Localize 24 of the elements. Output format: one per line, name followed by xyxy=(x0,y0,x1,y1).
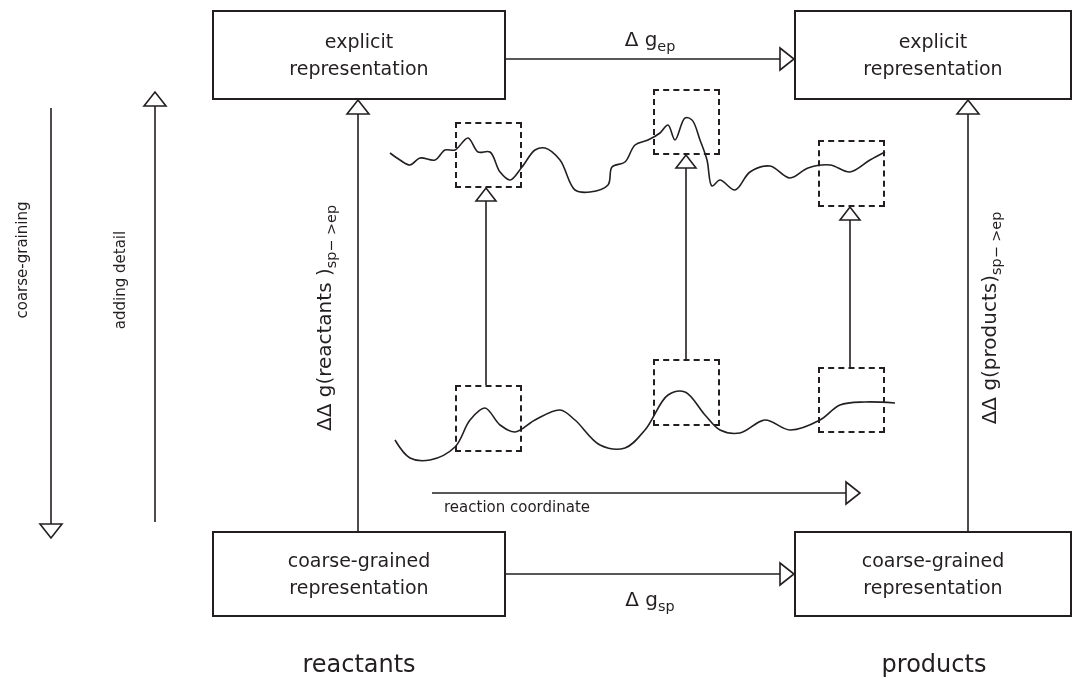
column-label: products xyxy=(881,650,987,678)
axis-label: coarse-graining xyxy=(13,201,31,319)
arrow xyxy=(505,47,795,71)
dashed-box xyxy=(653,89,720,155)
dashed-box xyxy=(455,385,522,452)
edge-label: Δ g$_{sp}$ xyxy=(625,586,675,614)
dashed-box xyxy=(818,140,885,207)
edge-label: Δ g$_{ep}$ xyxy=(624,26,676,54)
arrow xyxy=(956,99,980,532)
arrow xyxy=(505,562,795,586)
arrow xyxy=(475,187,497,386)
arrow xyxy=(346,99,370,532)
representation-box: coarse-grained representation xyxy=(794,531,1072,617)
axis-label: reaction coordinate xyxy=(444,498,590,516)
dashed-box xyxy=(818,367,885,433)
column-label: reactants xyxy=(302,650,416,678)
arrow xyxy=(675,154,697,360)
dashed-box xyxy=(653,359,720,426)
axis-label: adding detail xyxy=(111,230,129,330)
arrow xyxy=(839,206,861,368)
representation-box: coarse-grained representation xyxy=(212,531,506,617)
representation-box: explicit representation xyxy=(794,10,1072,100)
representation-box: explicit representation xyxy=(212,10,506,100)
dashed-box xyxy=(455,122,522,188)
